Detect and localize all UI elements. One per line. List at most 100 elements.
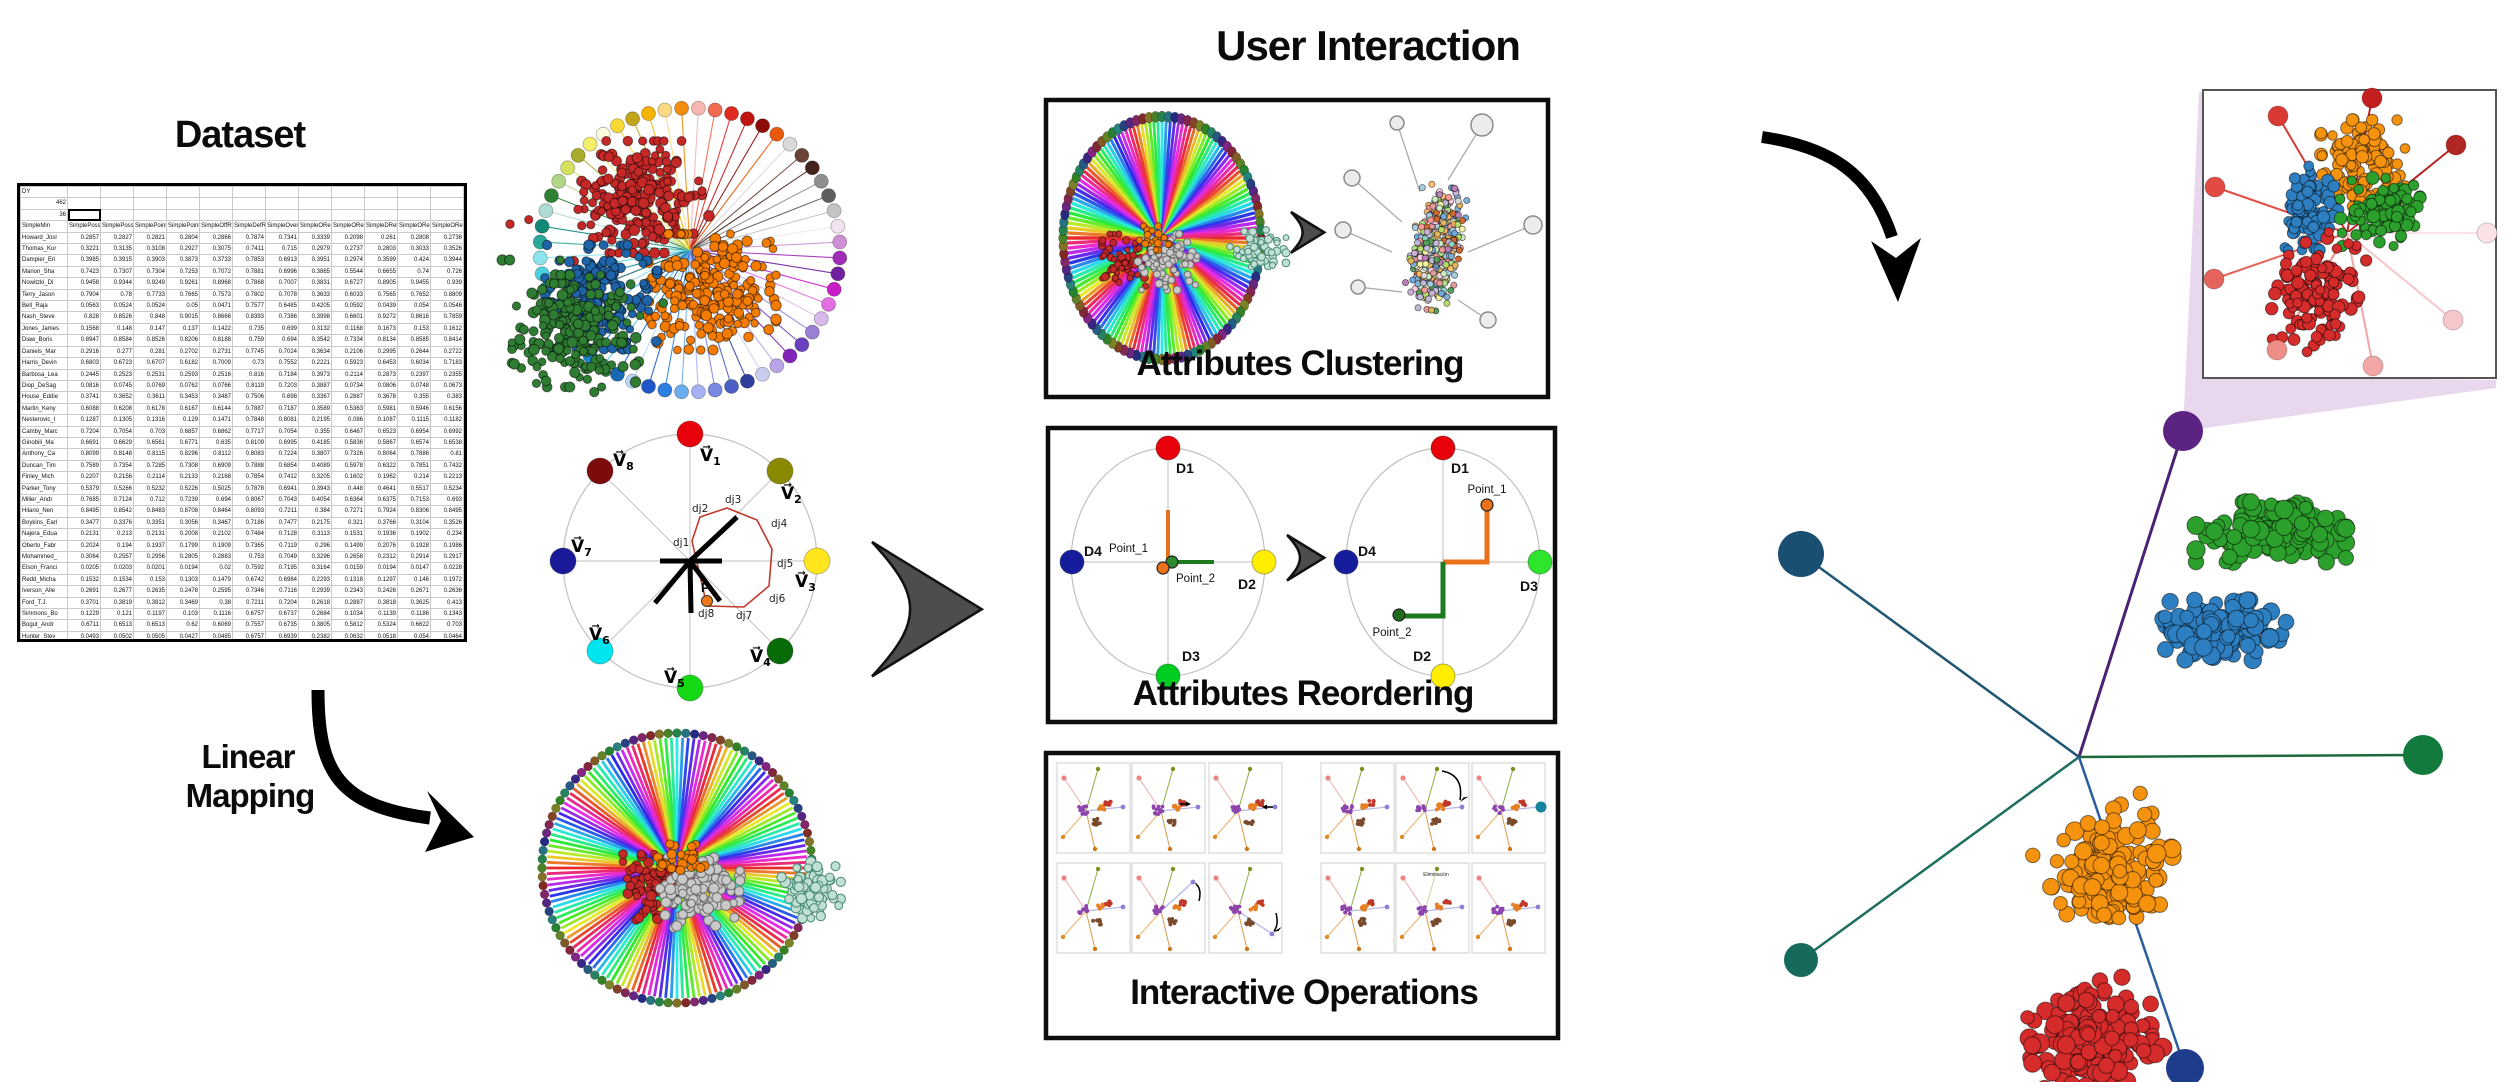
sheet-cell: 0.3487 xyxy=(199,391,233,404)
sheet-cell: 0.6707 xyxy=(133,357,167,370)
sheet-cell: Boykins_Earl xyxy=(20,516,68,530)
svg-text:D2: D2 xyxy=(1238,576,1256,592)
hierarchy-graph xyxy=(1778,411,2443,1082)
ring-anchor xyxy=(551,173,567,189)
sheet-cell: 0.0816 xyxy=(67,379,101,393)
sheet-cell: 0.1318 xyxy=(331,573,365,587)
sheet-cell: 0.1471 xyxy=(199,414,233,427)
ring-anchor xyxy=(610,118,625,134)
inset-anchor xyxy=(2476,222,2498,244)
sheet-cell: 0.7411 xyxy=(232,243,266,256)
sheet-cell: 0.3135 xyxy=(100,243,134,256)
sheet-cell xyxy=(100,197,134,210)
sheet-cell: 0.7733 xyxy=(133,288,167,302)
sheet-cell: 0.8393 xyxy=(232,311,266,324)
sheet-cell: 0.3807 xyxy=(298,448,332,461)
sheet-cell: 0.6862 xyxy=(199,425,233,438)
sheet-cell: 0.6088 xyxy=(67,402,101,416)
sheet-cell: 0.9261 xyxy=(166,277,200,290)
sheet-cell: 0.6711 xyxy=(67,619,101,632)
sheet-cell xyxy=(232,208,266,222)
sheet-cell: 0.2343 xyxy=(331,585,365,598)
sheet-cell: 0.2691 xyxy=(67,585,101,598)
sheet-cell: 0.3367 xyxy=(298,391,332,404)
sheet-cell: 0.8112 xyxy=(199,448,233,461)
sheet-cell: Ford_T.J. xyxy=(20,596,68,610)
sheet-cell: 0.6691 xyxy=(67,436,101,450)
sheet-cell: 0.2857 xyxy=(67,231,101,245)
sheet-cell: 0.7745 xyxy=(232,345,266,359)
sheet-cell: 0.2133 xyxy=(166,471,200,484)
sheet-cell: 0.2873 xyxy=(364,368,398,381)
sheet-cell: 0.8464 xyxy=(199,505,233,518)
sheet-cell: 0.5517 xyxy=(397,482,431,495)
sheet-cell: Diop_DeSag xyxy=(20,379,68,393)
sheet-cell: 0.3973 xyxy=(298,368,332,381)
sheet-cell xyxy=(199,197,233,210)
sheet-cell: 0.0745 xyxy=(100,379,134,393)
sheet-cell: 0.848 xyxy=(133,311,167,324)
sheet-cell: 0.7204 xyxy=(67,425,101,438)
sheet-cell: 0.3113 xyxy=(298,528,332,541)
sheet-cell: SimplePoint xyxy=(133,220,167,233)
sheet-cell: Anthony_Ca xyxy=(20,448,68,461)
sheet-cell: 0.0806 xyxy=(364,379,398,393)
sheet-cell: 0.7853 xyxy=(232,254,266,267)
sheet-cell: 0.6995 xyxy=(265,436,299,450)
ring-anchor xyxy=(821,296,836,312)
sheet-cell: 0.2106 xyxy=(331,345,365,359)
sheet-cell: 0.214 xyxy=(397,471,431,484)
sheet-cell: 0.9455 xyxy=(397,277,431,290)
attribute-group-anchor xyxy=(1350,279,1366,295)
sheet-cell: 0.2595 xyxy=(199,585,233,598)
svg-text:V⃗7: V⃗7 xyxy=(571,535,592,559)
sheet-cell: 0.6144 xyxy=(199,402,233,416)
sheet-cell: 0.7904 xyxy=(67,288,101,302)
sheet-cell: 0.8666 xyxy=(199,311,233,324)
sheet-cell: 0.3887 xyxy=(298,379,332,393)
sheet-cell: SimplePossF xyxy=(67,220,101,233)
sheet-cell: 0.2168 xyxy=(199,471,233,484)
sheet-cell: 0.6737 xyxy=(265,608,299,621)
attribute-group-anchor xyxy=(1334,221,1352,239)
sheet-cell: 0.7239 xyxy=(166,493,200,507)
sheet-cell: 0.0524 xyxy=(100,300,134,313)
sheet-cell: SimplePossC xyxy=(100,220,134,233)
svg-text:Point_2: Point_2 xyxy=(1176,573,1215,585)
orange-cluster xyxy=(642,228,782,356)
sheet-cell: Camby_Marc xyxy=(20,425,68,438)
green xyxy=(2333,171,2427,253)
sheet-cell: 0.3205 xyxy=(298,471,332,484)
sheet-cell: 0.0464 xyxy=(430,630,464,639)
sheet-cell: 0.3985 xyxy=(67,254,101,267)
vector-anchor xyxy=(766,457,794,485)
sheet-cell: Marion_Sha xyxy=(20,265,68,279)
sheet-cell: 0.7717 xyxy=(232,425,266,438)
sheet-cell: 0.7128 xyxy=(265,528,299,541)
sheet-cell: 0.2635 xyxy=(133,585,167,598)
sheet-cell: 0.7307 xyxy=(100,265,134,279)
sheet-cell: 0.694 xyxy=(265,334,299,347)
sheet-cell: 0.2808 xyxy=(397,231,431,245)
svg-text:D3: D3 xyxy=(1520,578,1538,594)
sheet-cell: 0.0766 xyxy=(199,379,233,393)
inset-anchor xyxy=(2203,268,2225,290)
sheet-cell: SimpleORe xyxy=(430,220,464,233)
svg-text:dj1: dj1 xyxy=(673,537,689,549)
sheet-cell: 0.7186 xyxy=(232,516,266,530)
sheet-cell xyxy=(397,208,431,222)
sheet-cell: SimplePoint xyxy=(166,220,200,233)
operation-thumbnail-blue-down xyxy=(1208,862,1283,954)
sheet-cell: 0.6909 xyxy=(199,459,233,473)
sheet-cell: 0.1087 xyxy=(364,414,398,427)
sheet-cell: 0.7195 xyxy=(265,562,299,575)
sheet-cell: 0.7341 xyxy=(265,231,299,245)
sheet-cell: 0.3064 xyxy=(67,550,101,564)
sheet-cell: 0.1937 xyxy=(133,539,167,553)
ring-anchor xyxy=(534,218,550,234)
interactive-operations-box xyxy=(1043,750,1561,1041)
sheet-cell: 0.147 xyxy=(133,322,167,336)
sheet-cell: 0.6375 xyxy=(364,493,398,507)
ring-anchor xyxy=(782,136,798,152)
sheet-cell: 0.0194 xyxy=(364,562,398,575)
